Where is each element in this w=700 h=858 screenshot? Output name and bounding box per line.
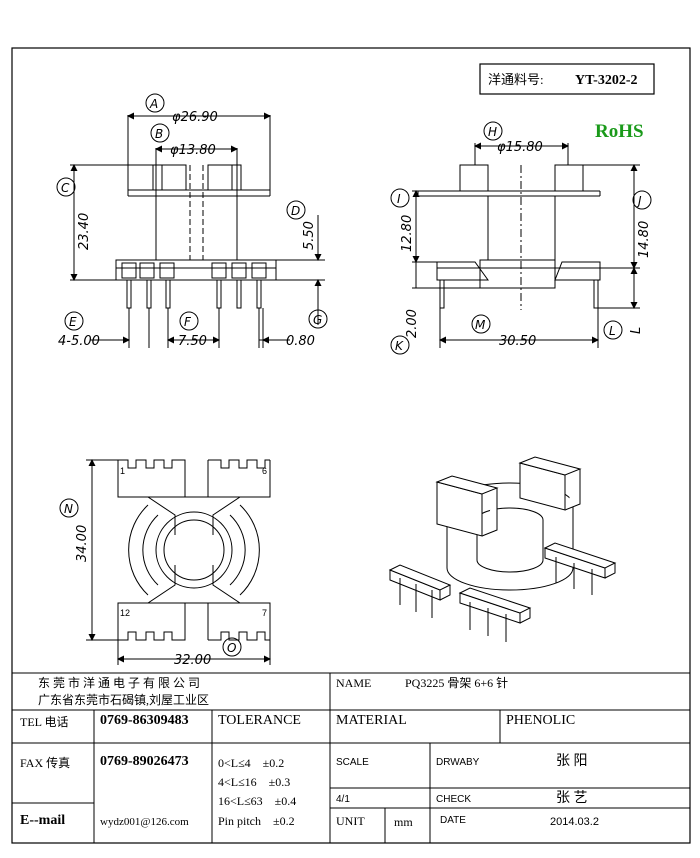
pin-label-12: 12: [120, 608, 130, 618]
marker-e: E: [69, 315, 77, 329]
pin-label-7: 7: [262, 608, 267, 618]
dim-f: 7.50: [178, 334, 207, 349]
sheet-border: [11, 47, 691, 844]
check-label: CHECK: [436, 794, 472, 805]
fax-label: FAX 传真: [20, 756, 71, 770]
marker-n: N: [64, 502, 73, 516]
side-view-labels: H φ15.80 I 12.80 J 14.80 K 2.00 M 30.50 …: [390, 121, 652, 355]
name-value: PQ3225 骨架 6+6 针: [405, 676, 509, 690]
dim-n: 34.00: [75, 525, 90, 562]
drawn-by-label: DRWABY: [436, 757, 480, 768]
tolerance-row-2: 4<L≤16 ±0.3: [218, 775, 291, 789]
dim-l: L: [629, 327, 644, 334]
dim-b: φ13.80: [170, 143, 216, 158]
dim-e: 4-5.00: [58, 334, 100, 349]
top-view-labels: 1 6 12 7 N 34.00 O 32.00: [59, 466, 267, 668]
tolerance-row-4: Pin pitch ±0.2: [218, 814, 295, 828]
part-number-value: YT-3202-2: [575, 73, 638, 88]
part-number-label: 洋通料号:: [488, 72, 544, 87]
date-value: 2014.03.2: [550, 816, 599, 828]
part-number-box: 洋通料号: YT-3202-2: [479, 63, 655, 95]
company-address: 广东省东莞市石碣镇,刘屋工业区: [38, 693, 210, 707]
dim-h: φ15.80: [497, 140, 543, 155]
marker-c: C: [61, 181, 70, 195]
side-view: [412, 142, 640, 348]
dim-o: 32.00: [174, 653, 211, 668]
tel-value: 0769-86309483: [100, 713, 189, 728]
marker-f: F: [184, 315, 192, 329]
scale-value: 4/1: [336, 794, 350, 805]
check-value: 张 艺: [556, 791, 588, 806]
dim-d: 5.50: [302, 221, 317, 250]
title-block-grid: [12, 672, 690, 843]
dim-m: 30.50: [499, 334, 536, 349]
front-view: [70, 112, 325, 348]
marker-k: K: [395, 339, 404, 353]
marker-j: J: [636, 194, 642, 208]
material-value: PHENOLIC: [506, 713, 576, 728]
tolerance-label: TOLERANCE: [218, 713, 301, 728]
marker-i: I: [397, 192, 401, 206]
unit-label: UNIT: [336, 814, 365, 828]
marker-d: D: [291, 204, 300, 218]
marker-l: L: [609, 324, 616, 338]
drawn-by-value: 张 阳: [556, 754, 588, 769]
dim-a: φ26.90: [172, 110, 218, 125]
unit-value: mm: [394, 815, 413, 829]
material-label: MATERIAL: [336, 713, 407, 728]
date-label: DATE: [440, 815, 466, 826]
rohs-mark: RoHS: [595, 121, 644, 142]
front-view-labels: A φ26.90 B φ13.80 C 23.40 D 5.50 E 4-5.0…: [56, 93, 328, 349]
name-label: NAME: [336, 676, 372, 690]
scale-label: SCALE: [336, 757, 369, 768]
marker-g: G: [313, 313, 322, 327]
pin-label-6: 6: [262, 466, 267, 476]
company-name: 东 莞 市 洋 通 电 子 有 限 公 司: [38, 676, 201, 690]
marker-b: B: [155, 127, 163, 141]
pin-label-1: 1: [120, 466, 125, 476]
email-value: wydz001@126.com: [100, 816, 189, 828]
marker-m: M: [475, 318, 486, 332]
isometric-view: [388, 456, 617, 642]
email-label: E--mail: [20, 813, 66, 828]
dim-c: 23.40: [77, 213, 92, 250]
fax-value: 0769-89026473: [100, 754, 189, 769]
top-view: [86, 459, 271, 665]
marker-o: O: [227, 641, 236, 655]
dim-k: 2.00: [405, 309, 420, 338]
tolerance-row-3: 16<L≤63 ±0.4: [218, 794, 297, 808]
marker-h: H: [488, 125, 497, 139]
dim-j: 14.80: [637, 221, 652, 258]
tolerance-row-1: 0<L≤4 ±0.2: [218, 756, 285, 770]
dim-i: 12.80: [400, 215, 415, 252]
dim-g: 0.80: [286, 334, 315, 349]
marker-a: A: [149, 97, 158, 111]
tel-label: TEL 电话: [20, 715, 69, 729]
